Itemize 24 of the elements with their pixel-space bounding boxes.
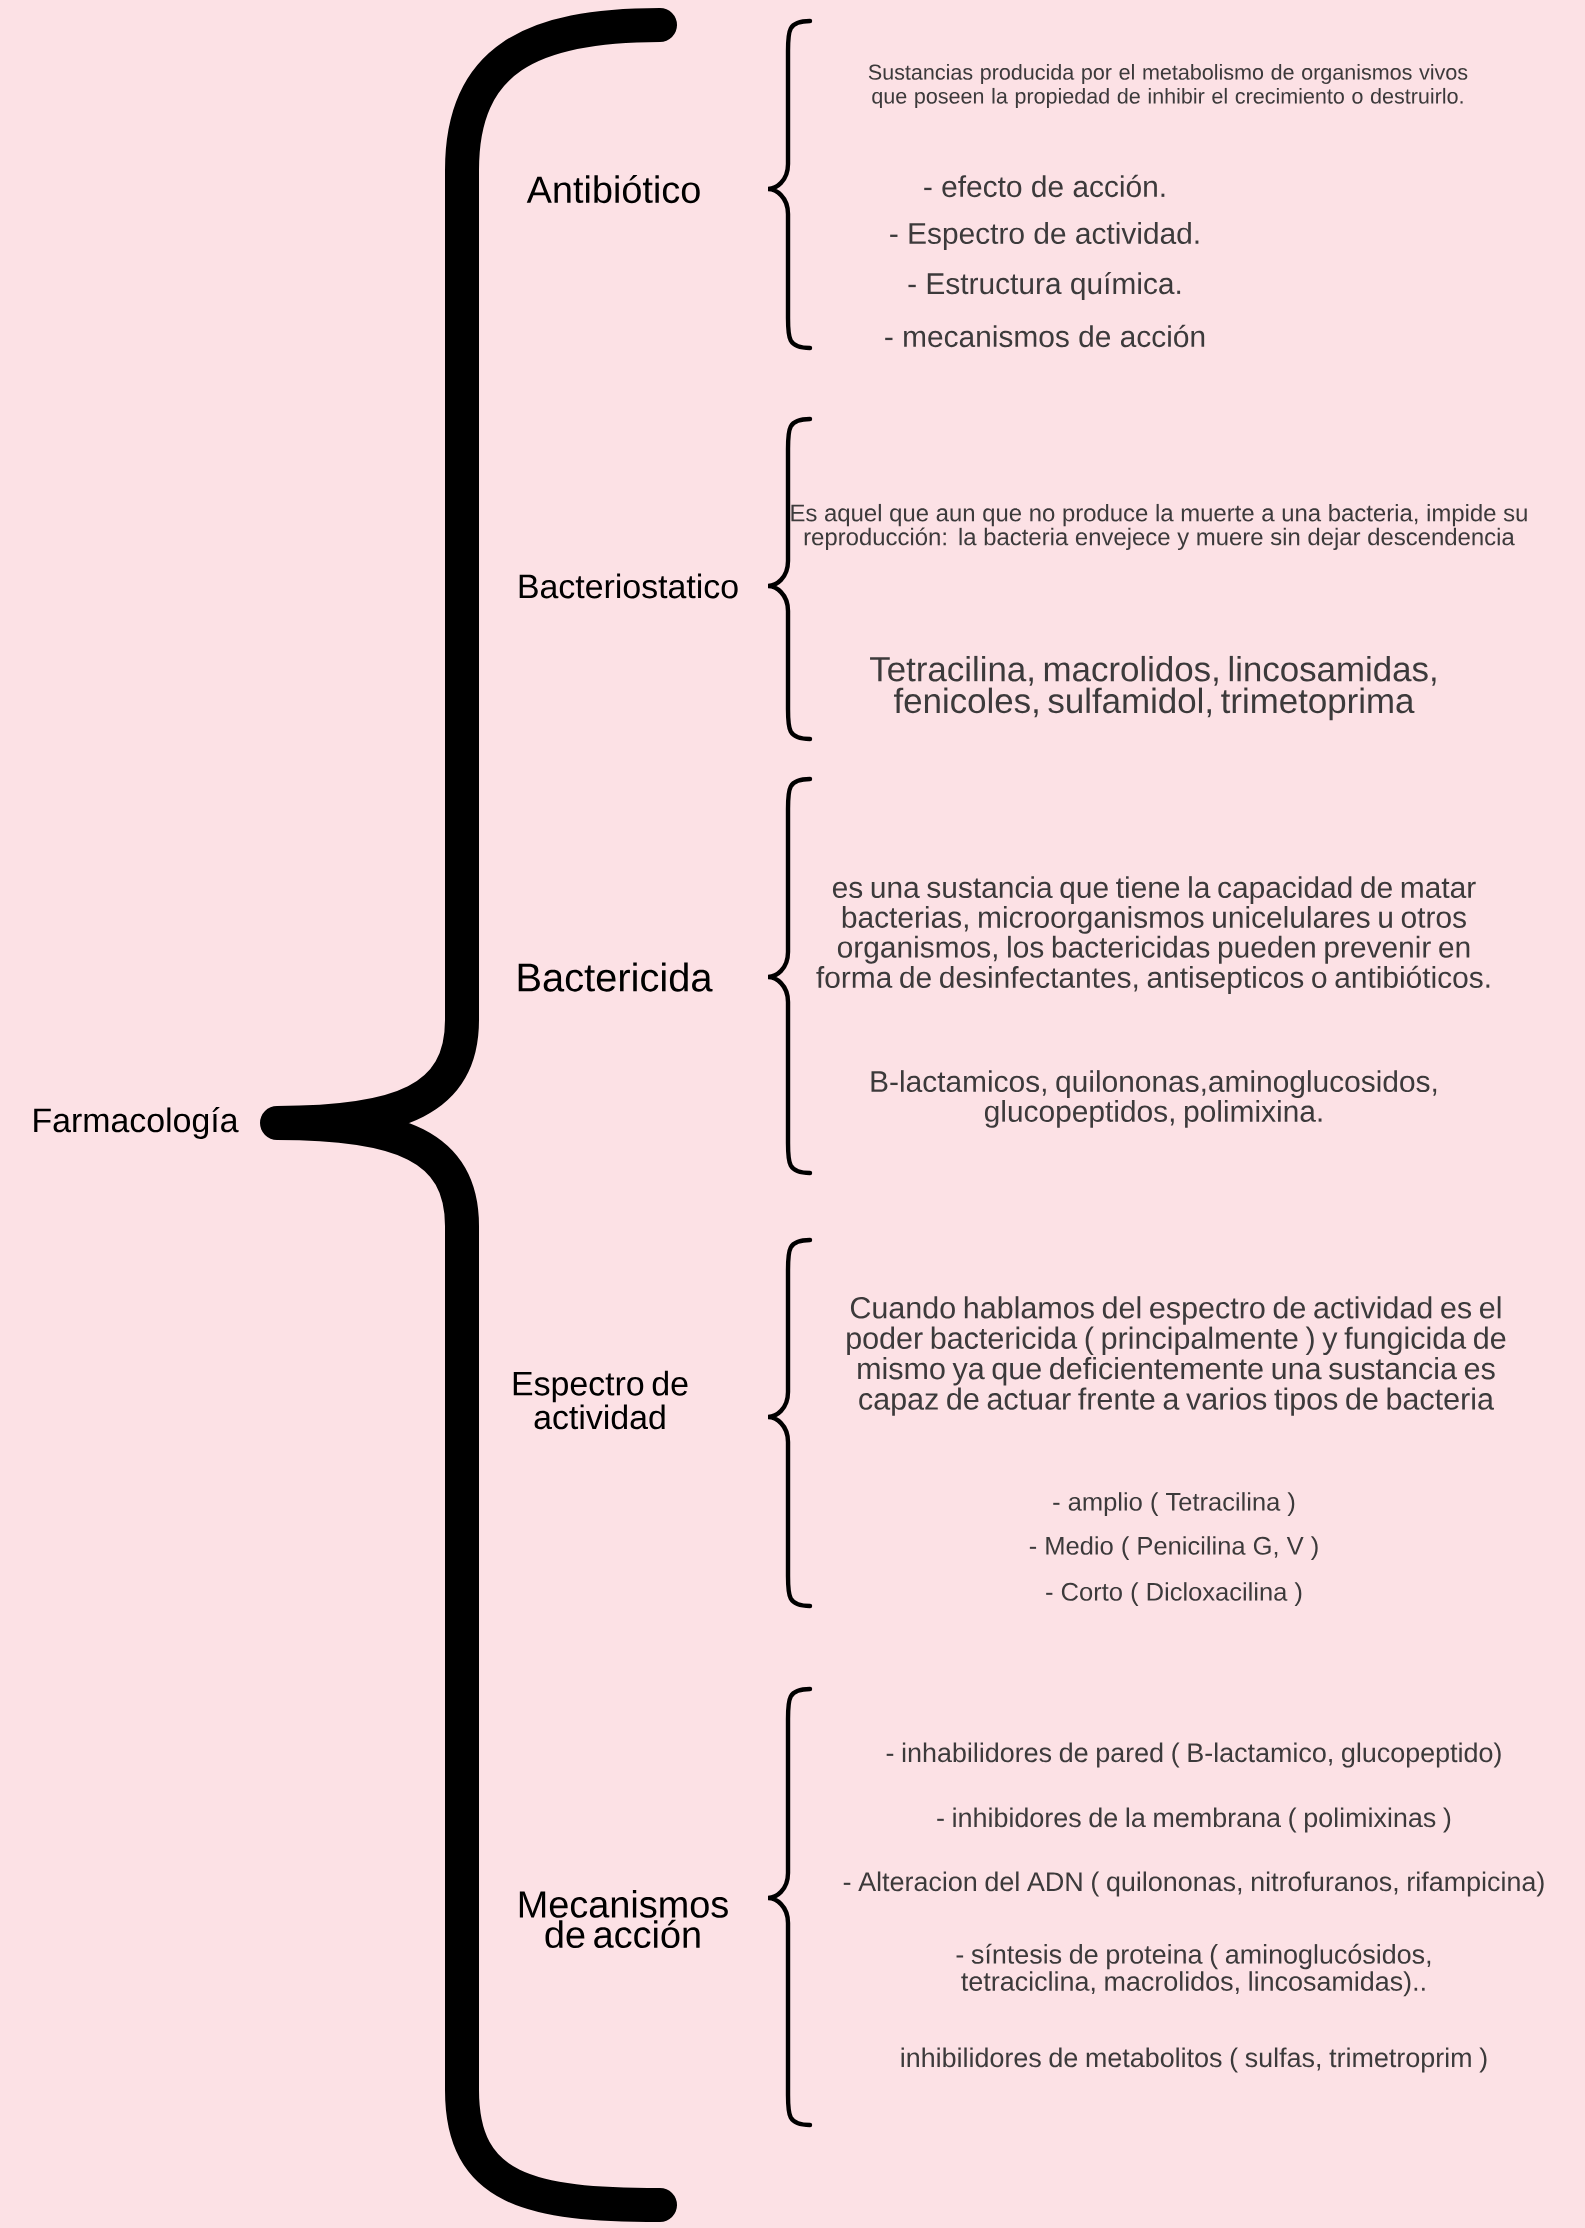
list-item: inhibilidores de metabolitos ( sulfas, trimetroprim ) <box>901 2047 1487 2073</box>
list-item: - Medio ( Penicilina G, V ) <box>1029 1536 1318 1560</box>
definition-text: Es aquel que aun que no produce la muerte a una bacteria, impide su reproducción: la bacteria envejece y muere sin dejar descendencia <box>791 503 1527 551</box>
definition-text: es una sustancia que tiene la capacidad de matar bacterias, microorganismos unicelulares u otros organismos, los bactericidas pueden prevenir en forma de desinfectantes, antisepticos o antibióticos. <box>816 876 1490 994</box>
definition-text: Sustancias producida por el metabolismo de organismos vivos que poseen la propiedad de inhibir el crecimiento o destruirlo. <box>868 64 1468 108</box>
category-heading: Espectro de actividad <box>513 1370 688 1430</box>
category-heading: Bacteriostatico <box>519 573 738 599</box>
list-item: - Alteracion del ADN ( quilononas, nitrofuranos, rifampicina) <box>843 1871 1544 1897</box>
list-item: - Corto ( Dicloxacilina ) <box>1046 1582 1302 1606</box>
examples-text: Tetracilina, macrolidos, lincosamidas, fenicoles, sulfamidol, trimetoprima <box>870 655 1436 721</box>
list-item: - inhabilidores de pared ( B-lactamico, glucopeptido) <box>886 1742 1501 1768</box>
list-item: - Espectro de actividad. <box>890 222 1199 250</box>
list-item: - Estructura química. <box>908 271 1181 301</box>
category-heading: Antibiótico <box>526 174 700 204</box>
definition-text: Cuando hablamos del espectro de actividad es el poder bactericida ( principalmente ) y fungicida de mismo ya que deficientemente una sustancia es capaz de actuar frente a varios tipos de bacteria <box>847 1296 1506 1416</box>
list-item: - mecanismos de acción <box>885 324 1205 348</box>
category-heading: Bactericida <box>518 962 713 992</box>
list-item: - efecto de acción. <box>924 174 1165 198</box>
list-item: - síntesis de proteina ( aminoglucósidos, tetraciclina, macrolidos, lincosamidas).. <box>956 1943 1431 1997</box>
list-item: - inhibidores de la membrana ( polimixinas ) <box>937 1807 1451 1833</box>
list-item: - amplio ( Tetracilina ) <box>1053 1492 1295 1516</box>
category-heading: Mecanismos de acción <box>519 1890 728 1949</box>
examples-text: B-lactamicos, quilononas,aminoglucosidos, glucopeptidos, polimixina. <box>871 1070 1437 1128</box>
root-term: Farmacología <box>34 1107 239 1139</box>
